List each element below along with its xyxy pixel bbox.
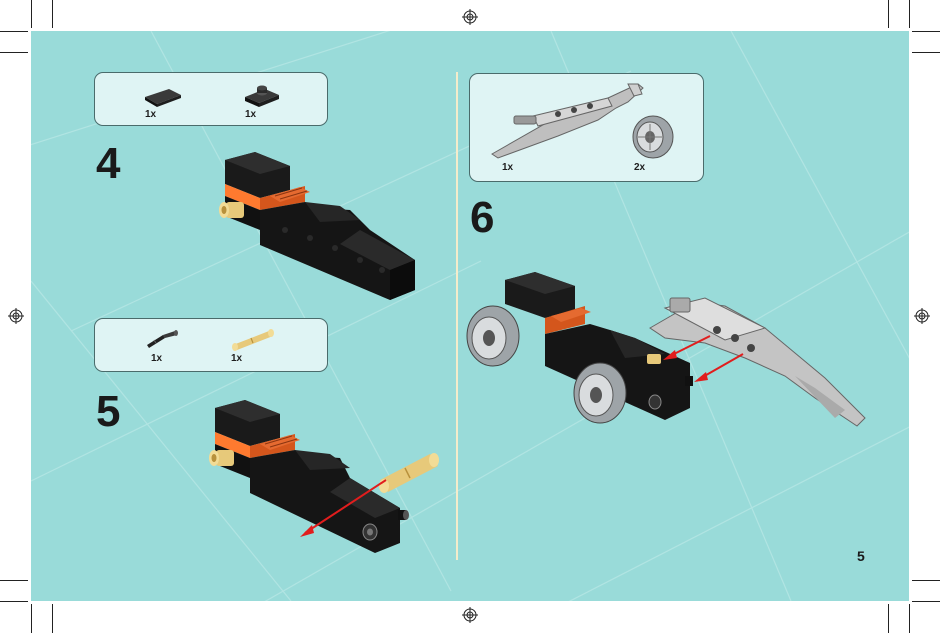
crop-mark xyxy=(0,601,28,602)
part-quantity: 2x xyxy=(634,162,646,173)
part-quantity: 1x xyxy=(145,109,157,120)
registration-mark-icon xyxy=(914,308,930,324)
tan-axle-pin-icon xyxy=(232,329,274,351)
step-number-6: 6 xyxy=(470,193,495,242)
crop-mark xyxy=(912,31,940,32)
black-tile-2x1-icon xyxy=(145,89,181,107)
gray-wheel-icon xyxy=(632,115,674,159)
crop-mark xyxy=(0,52,28,53)
part-quantity: 1x xyxy=(231,353,243,364)
part-quantity: 1x xyxy=(502,162,514,173)
parts-callout-step-4: 1x 1x xyxy=(94,72,328,126)
step-4-assembly xyxy=(219,152,415,300)
crop-mark xyxy=(909,0,910,28)
crop-mark xyxy=(0,580,28,581)
page-divider xyxy=(456,72,458,560)
crop-mark xyxy=(912,601,940,602)
crop-mark xyxy=(909,604,910,633)
gray-fork-arm-icon xyxy=(491,83,644,159)
black-axle-pin-icon xyxy=(147,330,178,348)
step-number-4: 4 xyxy=(96,139,121,188)
crop-mark xyxy=(912,52,940,53)
black-plate-with-stud-icon xyxy=(245,85,279,107)
part-quantity: 1x xyxy=(245,109,257,120)
step-number-5: 5 xyxy=(96,387,121,436)
crop-mark xyxy=(31,604,32,633)
part-quantity: 1x xyxy=(151,353,163,364)
step-5-assembly xyxy=(209,400,439,553)
registration-mark-icon xyxy=(462,9,478,25)
crop-mark xyxy=(912,580,940,581)
crop-mark xyxy=(31,0,32,28)
registration-mark-icon xyxy=(462,607,478,623)
page-number: 5 xyxy=(857,548,865,564)
step-6-assembly xyxy=(466,272,866,427)
crop-mark xyxy=(888,604,889,633)
parts-callout-step-6: 1x 2x xyxy=(469,73,704,182)
parts-callout-step-5: 1x 1x xyxy=(94,318,328,372)
crop-mark xyxy=(0,31,28,32)
crop-mark xyxy=(888,0,889,28)
crop-mark xyxy=(52,604,53,633)
registration-mark-icon xyxy=(8,308,24,324)
crop-mark xyxy=(52,0,53,28)
